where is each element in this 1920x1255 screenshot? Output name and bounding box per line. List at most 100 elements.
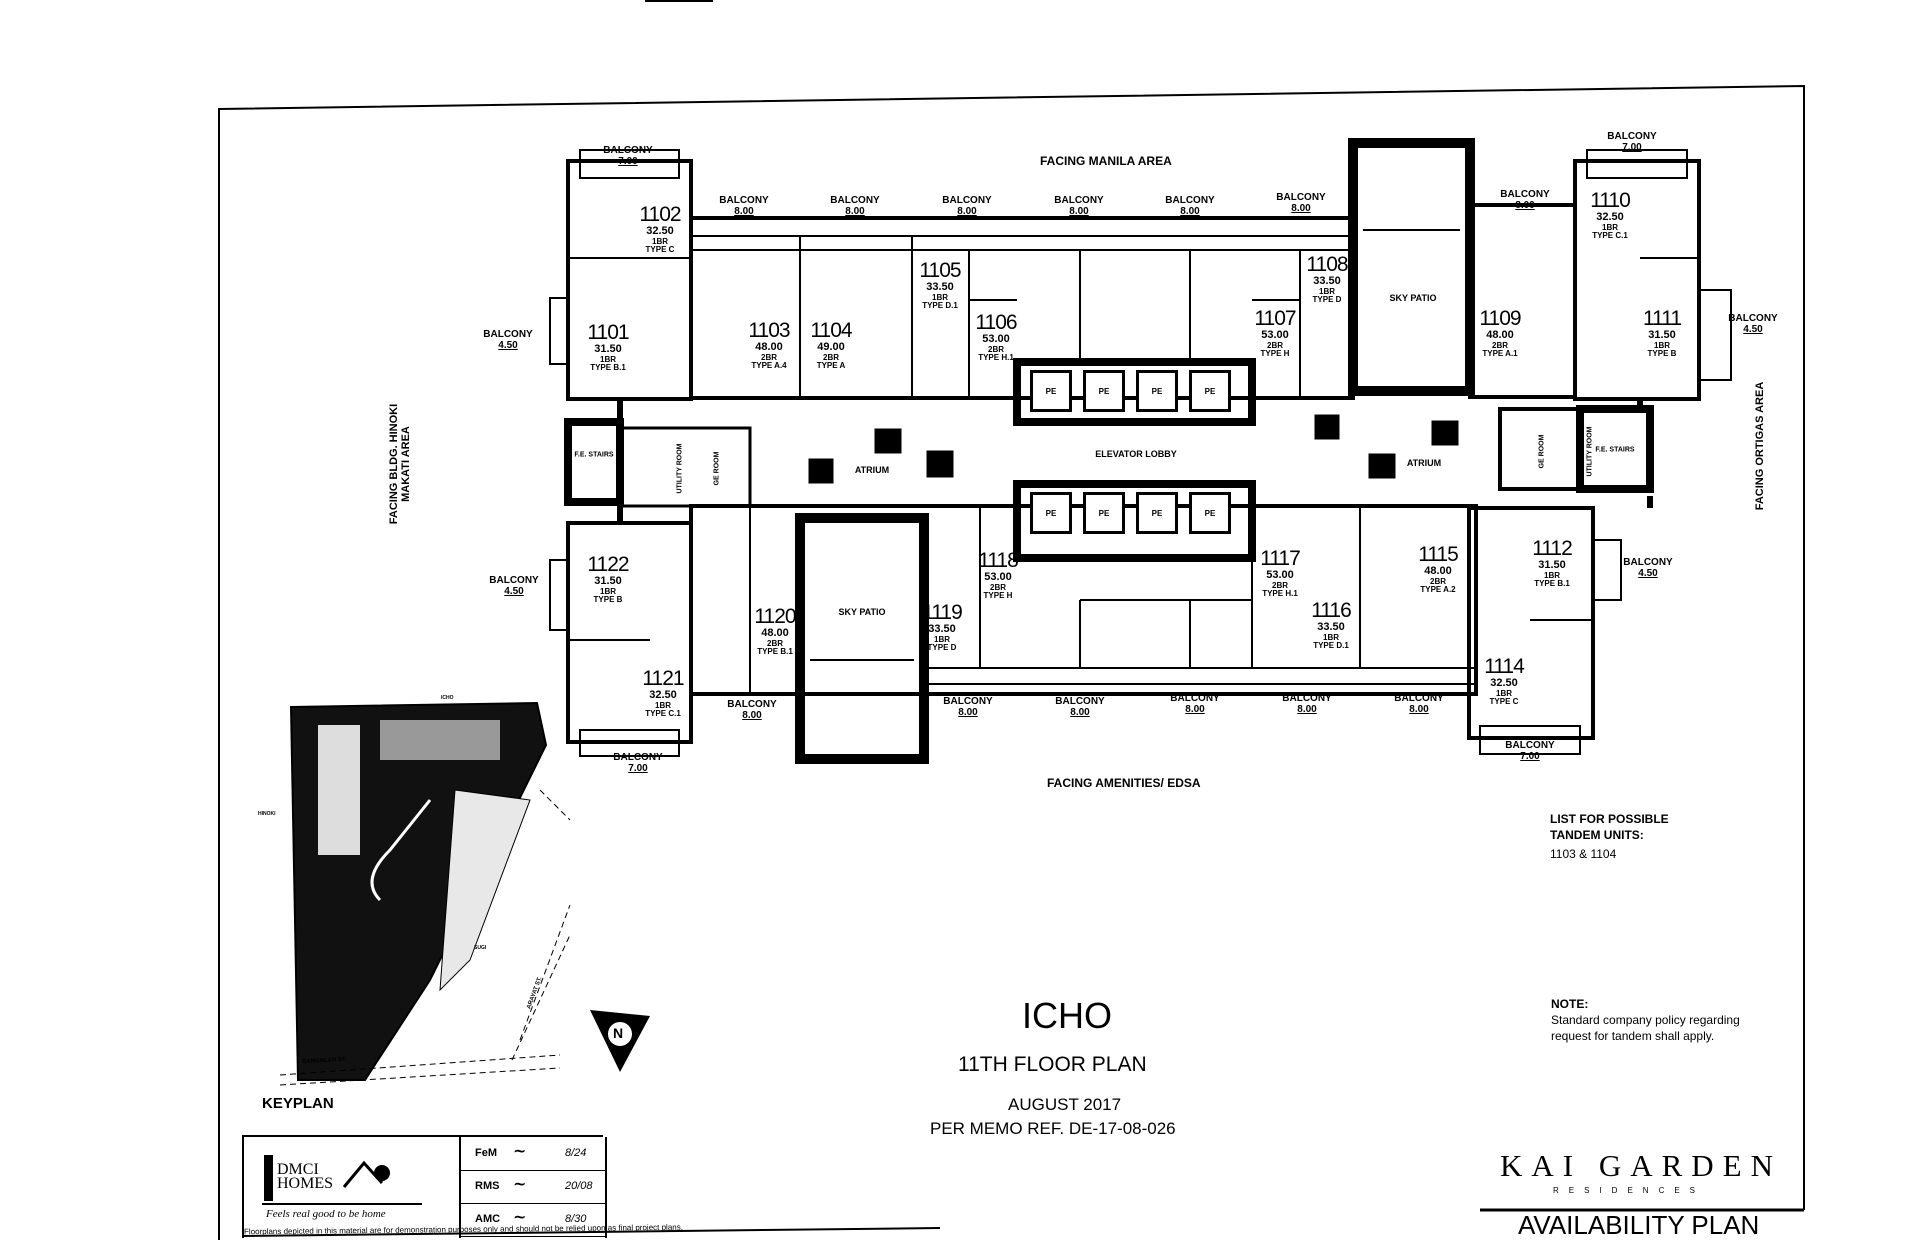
unit-number: 1105 xyxy=(919,259,961,282)
passenger-elevator: PE xyxy=(1030,492,1072,534)
availability-plan-label: AVAILABILITY PLAN xyxy=(1518,1210,1760,1240)
unit-area: 31.50 xyxy=(594,343,622,356)
balcony-title: BALCONY xyxy=(1170,693,1220,704)
balcony-area: 8.00 xyxy=(1070,706,1090,718)
unit-number: 1120 xyxy=(754,605,796,628)
unit-bedrooms: 2BR xyxy=(1271,580,1289,590)
sky-patio-label: SKY PATIO xyxy=(1389,293,1437,303)
balcony-title: BALCONY xyxy=(489,575,539,586)
fe-stairs-label: F.E. STAIRS xyxy=(574,451,614,459)
balcony-area: 4.50 xyxy=(498,339,518,351)
keyplan-hinoki-label: HINOKI xyxy=(258,811,276,817)
balcony-area: 8.00 xyxy=(845,205,865,217)
sky-patio-north xyxy=(1348,138,1475,396)
balcony-title: BALCONY xyxy=(719,195,769,206)
unit-type: TYPE H.1 xyxy=(978,352,1014,362)
unit-bedrooms: 1BR xyxy=(1601,222,1619,232)
approval-date: 8/30 xyxy=(565,1213,587,1225)
unit-type: TYPE D xyxy=(927,642,957,652)
balcony-area: 7.00 xyxy=(628,762,648,774)
unit-type: TYPE H.1 xyxy=(1262,588,1298,598)
unit-bedrooms: 1BR xyxy=(654,700,672,710)
unit-bedrooms: 1BR xyxy=(599,586,617,596)
passenger-elevator: PE xyxy=(1083,492,1125,534)
keyplan-map xyxy=(279,701,650,1086)
note-line: Standard company policy regarding xyxy=(1551,1013,1740,1028)
unit-bedrooms: 1BR xyxy=(599,354,617,364)
approver-initials: FeM xyxy=(475,1147,497,1159)
balcony-title: BALCONY xyxy=(1282,693,1332,704)
approver-initials: RMS xyxy=(475,1180,500,1192)
unit-type: TYPE C.1 xyxy=(645,708,681,718)
balcony-title: BALCONY xyxy=(943,696,993,707)
unit-bedrooms: 1BR xyxy=(933,634,951,644)
unit-number: 1118 xyxy=(978,549,1019,572)
fe-stair-west xyxy=(564,418,624,506)
balcony-area: 8.00 xyxy=(1185,703,1205,715)
unit-number: 1107 xyxy=(1254,307,1296,330)
building-name: ICHO xyxy=(1022,995,1112,1036)
unit-area: 33.50 xyxy=(928,623,956,636)
balcony-title: BALCONY xyxy=(1505,740,1555,751)
unit-area: 32.50 xyxy=(1490,677,1518,690)
tower-se xyxy=(1467,506,1595,740)
balcony-area: 8.00 xyxy=(734,205,754,217)
atrium-label: ATRIUM xyxy=(1406,458,1442,468)
unit-area: 53.00 xyxy=(1266,569,1294,582)
balcony-title: BALCONY xyxy=(830,195,880,206)
balcony-area: 8.00 xyxy=(1409,703,1429,715)
unit-number: 1111 xyxy=(1642,307,1682,330)
unit-area: 48.00 xyxy=(755,341,783,354)
unit-type: TYPE B xyxy=(593,594,623,604)
unit-area: 31.50 xyxy=(594,575,622,588)
note-line: request for tandem shall apply. xyxy=(1551,1029,1715,1044)
signature: ~ xyxy=(513,1174,527,1193)
balcony-title: BALCONY xyxy=(613,752,663,763)
unit-bedrooms: 1BR xyxy=(1543,570,1561,580)
unit-number: 1101 xyxy=(587,321,629,344)
balcony-title: BALCONY xyxy=(603,145,653,156)
balcony-title: BALCONY xyxy=(1165,195,1215,206)
unit-area: 48.00 xyxy=(1424,565,1452,578)
balcony-area: 4.50 xyxy=(1638,567,1658,579)
unit-type: TYPE C xyxy=(645,244,675,254)
unit-bedrooms: 2BR xyxy=(760,352,778,362)
balcony-title: BALCONY xyxy=(1054,195,1104,206)
unit-type: TYPE B.1 xyxy=(757,646,793,656)
memo-ref: PER MEMO REF. DE-17-08-026 xyxy=(930,1119,1176,1138)
balcony-area: 8.00 xyxy=(1291,202,1311,214)
floor-title: 11TH FLOOR PLAN xyxy=(958,1053,1147,1076)
balcony-area: 8.00 xyxy=(1180,205,1200,217)
plan-date: AUGUST 2017 xyxy=(1008,1095,1122,1114)
